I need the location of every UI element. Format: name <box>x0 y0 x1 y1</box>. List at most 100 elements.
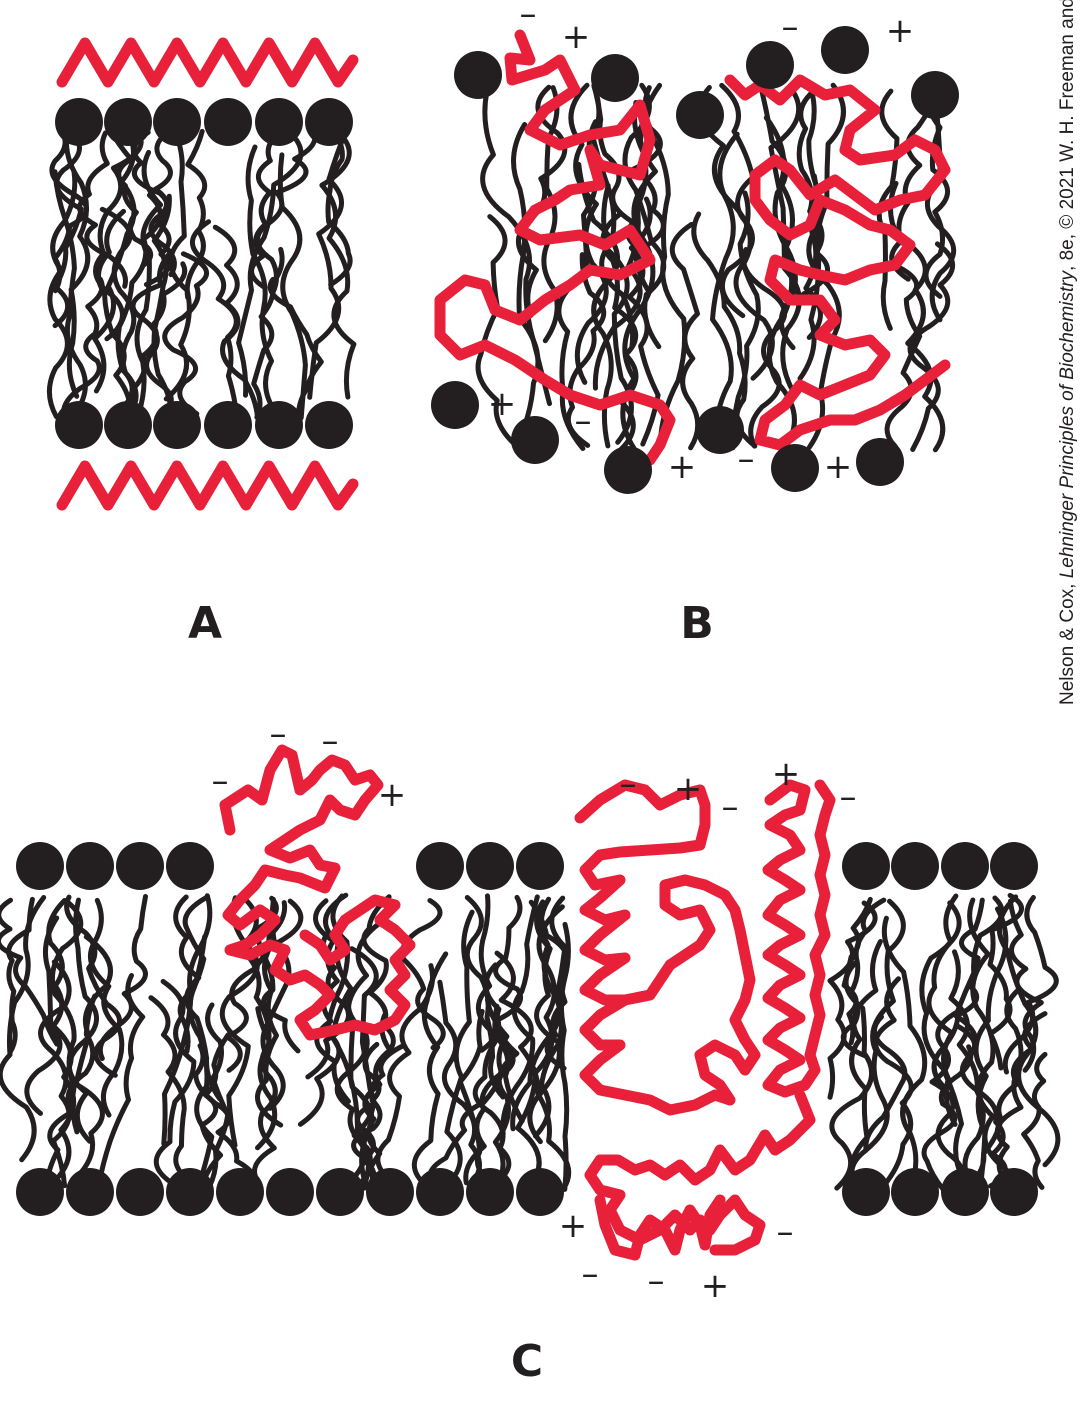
panel-c: – – – + – + – + – + – – – + C <box>0 714 1061 1387</box>
lipid-head-group <box>266 1168 314 1216</box>
lipid-head-group <box>416 842 464 890</box>
panel-c-positive-charge: + <box>559 1206 588 1246</box>
fatty-acid-tail <box>730 190 761 451</box>
panel-c-negative-charge: – <box>840 777 857 817</box>
panel-a-fatty-acid-tails <box>46 122 357 422</box>
panel-c-left-fatty-acid-tails <box>0 892 572 1193</box>
lipid-head-group <box>842 842 890 890</box>
fatty-acid-tail <box>61 276 105 418</box>
lipid-head-group <box>116 842 164 890</box>
panel-c-negative-charge: – <box>270 714 287 754</box>
fatty-acid-tail <box>260 896 292 1111</box>
lipid-head-group <box>216 1168 264 1216</box>
credit-suffix: , 8e, © 2021 W. H. Freeman and Company <box>1057 0 1078 271</box>
fatty-acid-tail <box>153 978 197 1185</box>
fatty-acid-tail <box>931 895 1005 1088</box>
fatty-acid-tail <box>249 126 286 291</box>
fatty-acid-tail <box>6 896 35 1055</box>
fatty-acid-tail <box>889 86 940 282</box>
fatty-acid-tail <box>873 976 914 1189</box>
fatty-acid-tail <box>443 909 475 1190</box>
panel-c-negative-charge: – <box>212 761 229 801</box>
fatty-acid-tail <box>691 211 758 449</box>
panel-c-positive-charge: + <box>674 769 703 809</box>
lipid-head-group <box>55 401 103 449</box>
fatty-acid-tail <box>96 973 146 1185</box>
fatty-acid-tail <box>995 986 1024 1189</box>
fatty-acid-tail <box>511 122 541 451</box>
fatty-acid-tail <box>881 915 928 1190</box>
lipid-head-group <box>990 1168 1038 1216</box>
fatty-acid-tail <box>193 1043 258 1193</box>
lipid-head-group <box>431 381 479 429</box>
fatty-acid-tail <box>319 129 357 400</box>
credit-prefix: Nelson & Cox, <box>1057 578 1078 705</box>
lipid-head-group <box>591 54 639 102</box>
panel-b-left-lipid-associated-protein <box>434 29 676 466</box>
panel-b-positive-charge: + <box>668 447 697 487</box>
fatty-acid-tail <box>768 84 802 392</box>
fatty-acid-tail <box>924 84 957 323</box>
fatty-acid-tail <box>884 260 923 449</box>
panel-c-negative-charge: – <box>722 787 739 827</box>
panel-c-top-left-head-groups <box>16 842 214 890</box>
lipid-head-group <box>911 71 959 119</box>
fatty-acid-tail <box>710 131 740 446</box>
panel-b-negative-charge: – <box>782 7 799 47</box>
panel-a-bottom-peripheral-protein <box>56 460 359 511</box>
lipid-head-group <box>771 444 819 492</box>
lipid-head-group <box>55 98 103 146</box>
fatty-acid-tail <box>929 1007 965 1193</box>
fatty-acid-tail <box>236 129 304 398</box>
lipid-head-group <box>821 26 869 74</box>
fatty-acid-tail <box>697 85 775 381</box>
panel-c-bottom-right-head-groups <box>842 1168 1038 1216</box>
fatty-acid-tail <box>483 962 520 1189</box>
panel-b-positive-charge: + <box>488 384 517 424</box>
fatty-acid-tail <box>307 122 351 400</box>
lipid-head-group <box>305 401 353 449</box>
panel-c-right-fatty-acid-tails <box>827 892 1061 1193</box>
lipid-head-group <box>16 842 64 890</box>
lipid-head-group <box>153 401 201 449</box>
fatty-acid-tail <box>77 130 128 289</box>
fatty-acid-tail <box>827 900 878 1100</box>
lipid-head-group <box>153 98 201 146</box>
lipid-head-group <box>66 1168 114 1216</box>
credit-book-title: Lehninger Principles of Biochemistry <box>1057 269 1078 578</box>
panel-b-right-lipid-associated-protein <box>724 74 951 451</box>
fatty-acid-tail <box>255 898 304 1128</box>
panel-c-top-middle-head-groups <box>416 842 564 890</box>
fatty-acid-tail <box>184 128 208 300</box>
fatty-acid-tail <box>829 960 875 1191</box>
panel-a-bottom-head-groups <box>55 401 353 449</box>
panel-c-integral-membrane-protein-right-helix <box>762 779 836 1098</box>
panel-b-negative-charge: – <box>738 439 755 479</box>
fatty-acid-tail <box>162 251 209 417</box>
fatty-acid-tail <box>277 152 308 421</box>
fatty-acid-tail <box>967 897 1010 1174</box>
fatty-acid-tail <box>69 934 113 1185</box>
fatty-acid-tail <box>190 219 239 417</box>
lipid-head-group <box>16 1168 64 1216</box>
fatty-acid-tail <box>996 894 1061 1168</box>
panel-c-peripheral-membrane-protein <box>219 744 416 1041</box>
fatty-acid-tail <box>427 1044 516 1189</box>
fatty-acid-tail <box>148 995 195 1186</box>
fatty-acid-tail <box>558 921 571 1192</box>
fatty-acid-tail <box>96 208 133 419</box>
fatty-acid-tail <box>516 84 568 319</box>
fatty-acid-tail <box>49 900 84 1135</box>
panel-b-negative-charge: – <box>575 401 592 441</box>
panel-c-negative-charge: – <box>582 1254 599 1294</box>
lipid-head-group <box>696 406 744 454</box>
fatty-acid-tail <box>475 893 525 1124</box>
fatty-acid-tail <box>66 897 99 1144</box>
panel-b-positive-charge: + <box>886 11 915 51</box>
fatty-acid-tail <box>763 115 797 451</box>
fatty-acid-tail <box>134 149 164 417</box>
lipid-head-group <box>166 842 214 890</box>
panel-c-label: C <box>511 1336 543 1387</box>
fatty-acid-tail <box>647 129 688 446</box>
fatty-acid-tail <box>479 894 523 1053</box>
